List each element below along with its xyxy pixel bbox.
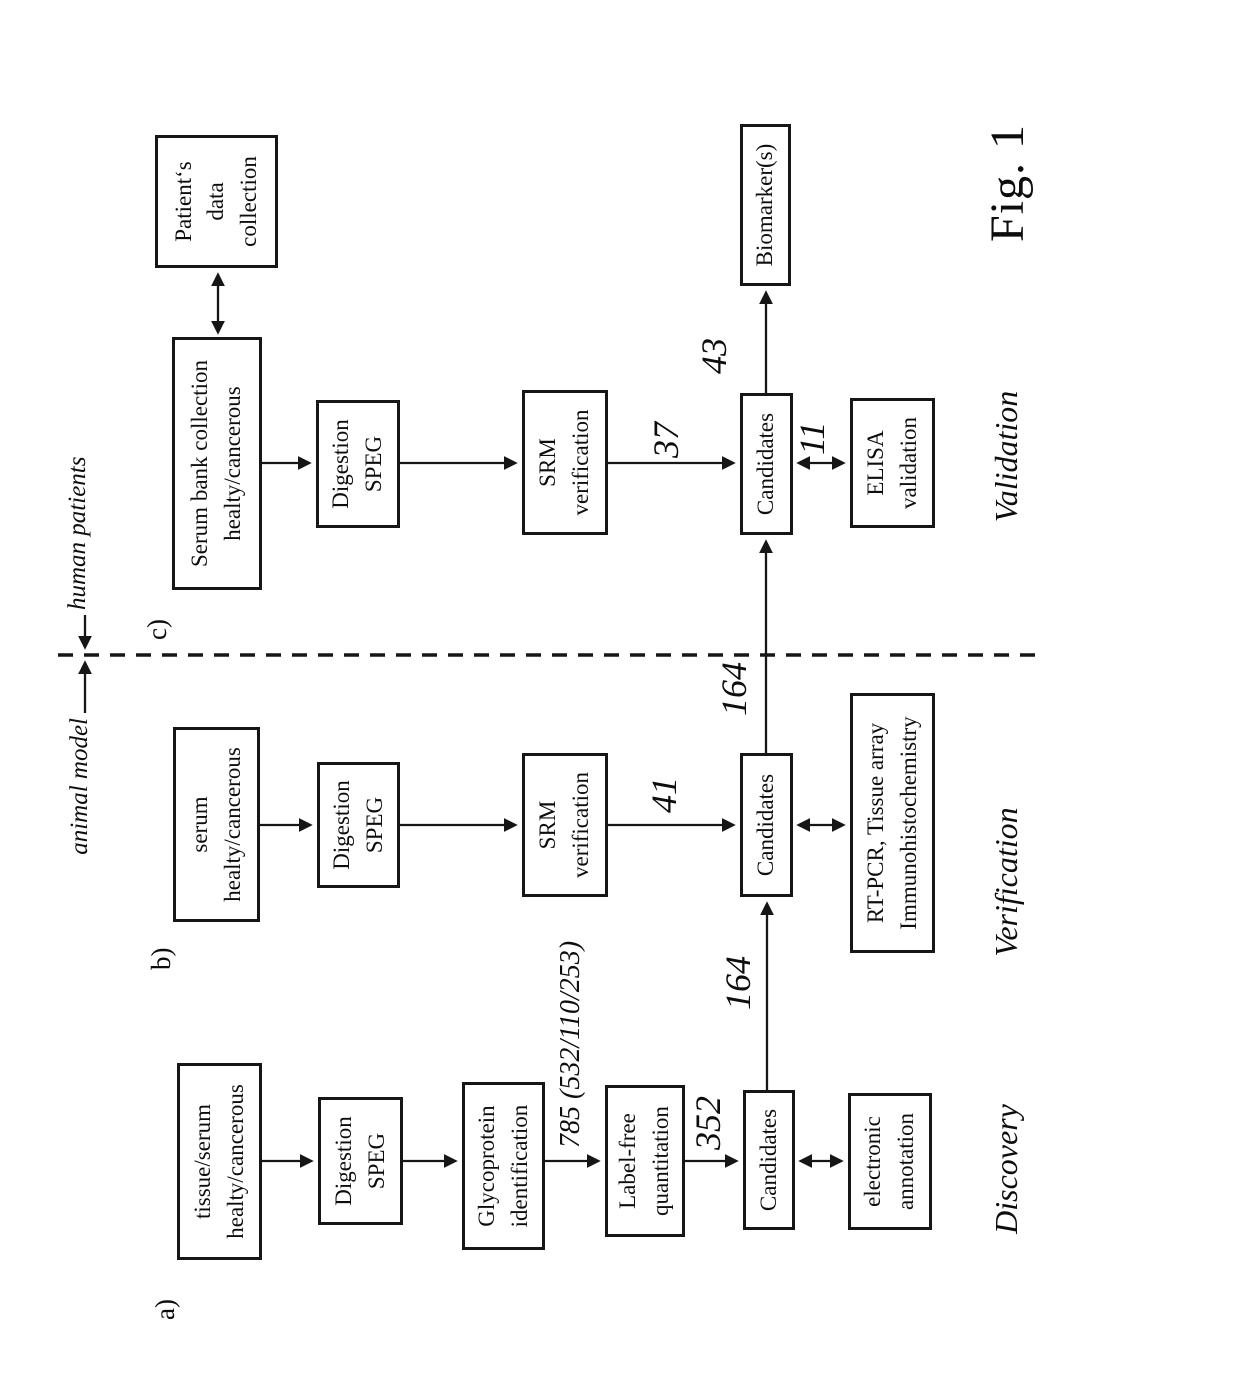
verification-flow-arrows (260, 539, 846, 832)
label-human-patients: human patients (64, 456, 91, 610)
box-candidates-validation: Candidates (740, 393, 793, 535)
count-glycoproteins: 785 (532/110/253) (555, 940, 586, 1148)
box-digestion-speg-discovery: Digestion SPEG (318, 1097, 403, 1225)
section-marker-a: a) (150, 1299, 180, 1320)
box-labelfree-quantitation: Label-free quantitation (605, 1085, 685, 1237)
box-serum-source: serum healty/cancerous (173, 727, 260, 922)
label-animal-model: animal model (66, 718, 93, 855)
count-srm-verification: 41 (644, 777, 684, 813)
box-serum-bank-collection: Serum bank collection healty/cancerous (172, 337, 262, 590)
count-biomarkers: 43 (694, 338, 734, 374)
box-candidates-discovery: Candidates (743, 1090, 795, 1230)
box-srm-verification-b: SRM verification (522, 753, 608, 897)
box-tissue-serum-source: tissue/serum healty/cancerous (177, 1063, 262, 1260)
count-164-discovery: 164 (718, 956, 758, 1010)
count-164-verification: 164 (714, 662, 754, 716)
stage-label-validation: Validation (988, 390, 1024, 523)
box-digestion-speg-validation: Digestion SPEG (316, 400, 400, 528)
count-elisa: 11 (792, 421, 832, 455)
section-marker-c: c) (142, 619, 172, 640)
box-electronic-annotation: electronic annotation (848, 1093, 932, 1230)
validation-flow-arrows (211, 272, 846, 470)
count-quantified: 352 (688, 1096, 728, 1150)
box-digestion-speg-verification: Digestion SPEG (317, 762, 400, 888)
stage-label-verification: Verification (988, 807, 1024, 957)
section-marker-b: b) (146, 947, 176, 971)
box-patients-data-collection: Patient‘s data collection (155, 135, 278, 268)
box-rtpcr-tissue-array: RT-PCR, Tissue array Immunohistochemistr… (850, 693, 935, 953)
box-srm-verification-c: SRM verification (522, 390, 608, 535)
box-biomarkers: Biomarker(s) (740, 124, 791, 286)
box-glycoprotein-identification: Glycoprotein identification (462, 1082, 545, 1250)
stage-label-discovery: Discovery (988, 1104, 1024, 1234)
figure-caption: Fig. 1 (981, 123, 1034, 242)
box-elisa-validation: ELISA validation (850, 398, 935, 528)
discovery-flow-arrows (262, 901, 844, 1168)
count-srm-validation: 37 (646, 422, 686, 458)
box-candidates-verification: Candidates (740, 753, 793, 897)
